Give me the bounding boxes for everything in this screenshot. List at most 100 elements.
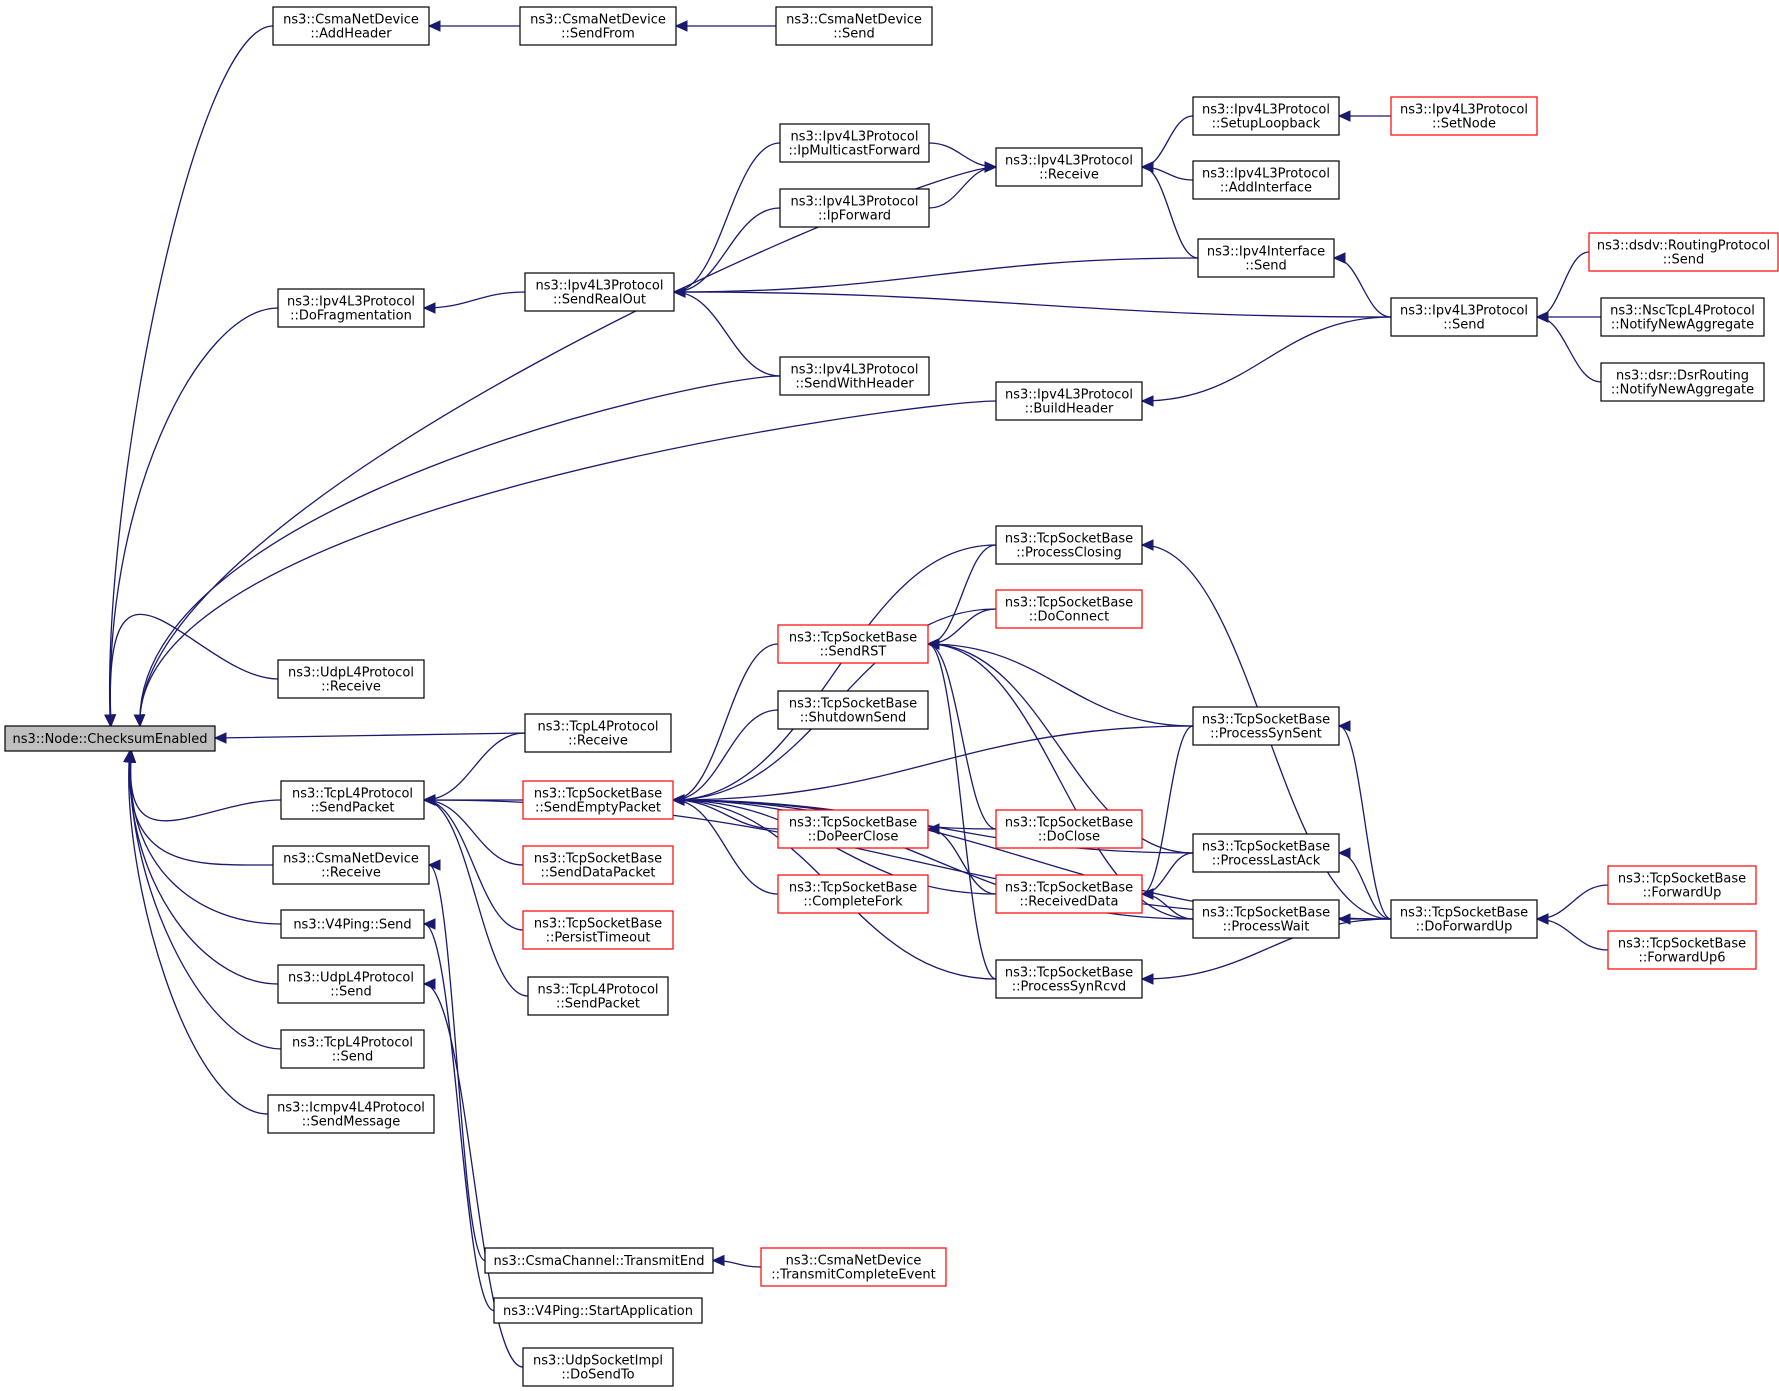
graph-node-root[interactable]: ns3::Node::ChecksumEnabled [4, 725, 216, 752]
graph-node-ipv4-setuploopback[interactable]: ns3::Ipv4L3Protocol::SetupLoopback [1192, 96, 1340, 136]
graph-node-tcpsb-dopeerclose[interactable]: ns3::TcpSocketBase::DoPeerClose [777, 809, 929, 849]
graph-node-nsc-notify[interactable]: ns3::NscTcpL4Protocol::NotifyNewAggregat… [1600, 297, 1765, 337]
graph-node-ipv4-ipmulticastforward[interactable]: ns3::Ipv4L3Protocol::IpMulticastForward [779, 123, 930, 163]
node-box [779, 188, 930, 228]
graph-node-ipv4-addinterface[interactable]: ns3::Ipv4L3Protocol::AddInterface [1192, 160, 1340, 200]
node-label-line: ns3::V4Ping::StartApplication [503, 1304, 693, 1319]
node-label-line: ::DoClose [1038, 830, 1100, 845]
graph-node-tcpsb-persisttimeout[interactable]: ns3::TcpSocketBase::PersistTimeout [522, 910, 674, 950]
call-edge [104, 25, 274, 728]
graph-node-tcpsb-receiveddata[interactable]: ns3::TcpSocketBase::ReceivedData [995, 874, 1143, 914]
graph-node-tcpl4-send[interactable]: ns3::TcpL4Protocol::Send [280, 1029, 425, 1069]
node-label-line: ::ProcessLastAck [1212, 854, 1321, 869]
node-label-line: ns3::UdpL4Protocol [288, 666, 414, 681]
node-label-line: ns3::TcpSocketBase [1202, 906, 1330, 921]
graph-node-tcpsb-processlastack[interactable]: ns3::TcpSocketBase::ProcessLastAck [1192, 833, 1340, 873]
graph-node-ipv4-setnode[interactable]: ns3::Ipv4L3Protocol::SetNode [1390, 96, 1538, 136]
node-label-line: ns3::CsmaNetDevice [283, 852, 419, 867]
node-label-line: ::SendRST [820, 645, 887, 660]
node-box [995, 147, 1143, 187]
graph-node-tcpl4-sendpacket[interactable]: ns3::TcpL4Protocol::SendPacket [280, 780, 425, 820]
graph-node-icmpv4-sendmessage[interactable]: ns3::Icmpv4L4Protocol::SendMessage [267, 1094, 435, 1134]
graph-node-tcpsb-doconnect[interactable]: ns3::TcpSocketBase::DoConnect [995, 589, 1143, 629]
call-edge [422, 978, 524, 1368]
node-label-line: ::ProcessClosing [1016, 546, 1122, 561]
graph-node-csma-sendfrom[interactable]: ns3::CsmaNetDevice::SendFrom [519, 6, 677, 46]
graph-node-ipv4-send[interactable]: ns3::Ipv4L3Protocol::Send [1390, 297, 1538, 337]
node-label-line: ::NotifyNewAggregate [1611, 383, 1754, 398]
edge-arrowhead [1535, 311, 1549, 323]
node-label-line: ns3::Ipv4L3Protocol [791, 363, 919, 378]
node-box [777, 624, 929, 664]
graph-node-ipv4-buildheader[interactable]: ns3::Ipv4L3Protocol::BuildHeader [995, 381, 1143, 421]
node-box [272, 845, 430, 885]
graph-node-tcpsb-doforwardup[interactable]: ns3::TcpSocketBase::DoForwardUp [1390, 899, 1538, 939]
node-label-line: ::IpForward [818, 209, 891, 224]
graph-node-tcpsb-processsynrcvd[interactable]: ns3::TcpSocketBase::ProcessSynRcvd [995, 959, 1143, 999]
graph-node-tcpsb-shutdownsend[interactable]: ns3::TcpSocketBase::ShutdownSend [777, 690, 929, 730]
graph-node-csma-send[interactable]: ns3::CsmaNetDevice::Send [775, 6, 933, 46]
graph-node-tcpsb-processclosing[interactable]: ns3::TcpSocketBase::ProcessClosing [995, 525, 1143, 565]
node-label-line: ::Send [1443, 318, 1485, 333]
graph-node-tcpsb-sendemptypacket[interactable]: ns3::TcpSocketBase::SendEmptyPacket [522, 780, 674, 820]
graph-node-tcpsb-forwardup[interactable]: ns3::TcpSocketBase::ForwardUp [1607, 865, 1757, 905]
call-edge [1332, 252, 1392, 318]
call-edge [672, 207, 781, 298]
graph-node-udpl4-send[interactable]: ns3::UdpL4Protocol::Send [277, 964, 425, 1004]
edge-line [139, 166, 997, 727]
edge-line [927, 643, 997, 980]
graph-node-dsdv-send[interactable]: ns3::dsdv::RoutingProtocol::Send [1588, 232, 1779, 272]
node-box [1607, 930, 1757, 970]
graph-node-ipv4-sendrealout[interactable]: ns3::Ipv4L3Protocol::SendRealOut [524, 272, 675, 312]
graph-node-tcpsb-processsynsent[interactable]: ns3::TcpSocketBase::ProcessSynSent [1192, 706, 1340, 746]
graph-node-csma-receive[interactable]: ns3::CsmaNetDevice::Receive [272, 845, 430, 885]
node-box [1192, 899, 1340, 939]
edge-arrowhead [672, 286, 686, 298]
graph-node-ipv4-sendwithheader[interactable]: ns3::Ipv4L3Protocol::SendWithHeader [779, 356, 930, 396]
node-label-line: ::ForwardUp6 [1638, 951, 1725, 966]
graph-node-udpsock-dosendto[interactable]: ns3::UdpSocketImpl::DoSendTo [522, 1347, 674, 1387]
graph-node-tcpsb-doclose[interactable]: ns3::TcpSocketBase::DoClose [995, 809, 1143, 849]
node-box [760, 1247, 947, 1287]
node-box [995, 589, 1143, 629]
graph-node-tcpsb-completefork[interactable]: ns3::TcpSocketBase::CompleteFork [777, 874, 929, 914]
graph-node-udpl4-receive[interactable]: ns3::UdpL4Protocol::Receive [277, 659, 425, 699]
edge-arrowhead [422, 302, 436, 314]
graph-node-dsr-notify[interactable]: ns3::dsr::DsrRouting::NotifyNewAggregate [1600, 362, 1765, 402]
edge-arrowhead [1140, 539, 1154, 551]
graph-node-tcpl4-receive[interactable]: ns3::TcpL4Protocol::Receive [524, 713, 672, 753]
node-box [280, 780, 425, 820]
graph-node-tcpsb-sendrst[interactable]: ns3::TcpSocketBase::SendRST [777, 624, 929, 664]
edge-line [672, 643, 779, 801]
graph-node-tcpl4-sendpacket2[interactable]: ns3::TcpL4Protocol::SendPacket [527, 976, 669, 1016]
node-box [777, 809, 929, 849]
node-label-line: ns3::CsmaNetDevice [283, 13, 419, 28]
graph-node-tcpsb-senddatapacket[interactable]: ns3::TcpSocketBase::SendDataPacket [522, 845, 674, 885]
call-edge [427, 859, 486, 1262]
graph-node-ipv4-dofragmentation[interactable]: ns3::Ipv4L3Protocol::DoFragmentation [277, 288, 425, 328]
node-label-line: ns3::Icmpv4L4Protocol [277, 1101, 425, 1116]
node-label-line: ::SendDataPacket [540, 866, 655, 881]
node-label-line: ns3::Ipv4L3Protocol [1202, 103, 1330, 118]
graph-node-v4ping-startapp[interactable]: ns3::V4Ping::StartApplication [493, 1297, 703, 1324]
graph-node-ipv4iface-send[interactable]: ns3::Ipv4Interface::Send [1197, 238, 1335, 278]
graph-node-tcpsb-forwardup6[interactable]: ns3::TcpSocketBase::ForwardUp6 [1607, 930, 1757, 970]
node-box [1192, 160, 1340, 200]
edge-line [109, 307, 279, 727]
graph-node-csma-transmitcomplete[interactable]: ns3::CsmaNetDevice::TransmitCompleteEven… [760, 1247, 947, 1287]
edge-arrowhead [1332, 252, 1346, 264]
graph-node-ipv4-receive[interactable]: ns3::Ipv4L3Protocol::Receive [995, 147, 1143, 187]
graph-node-ipv4-ipforward[interactable]: ns3::Ipv4L3Protocol::IpForward [779, 188, 930, 228]
node-label-line: ns3::CsmaNetDevice [786, 1254, 922, 1269]
node-label-line: ::DoForwardUp [1416, 920, 1513, 935]
call-edge [422, 732, 526, 806]
edge-line [1141, 918, 1392, 980]
node-label-line: ::SetNode [1432, 117, 1496, 132]
graph-node-csmach-transmitend[interactable]: ns3::CsmaChannel::TransmitEnd [484, 1247, 714, 1274]
node-box [995, 381, 1143, 421]
graph-node-v4ping-send[interactable]: ns3::V4Ping::Send [280, 909, 425, 939]
node-label-line: ::ShutdownSend [800, 711, 906, 726]
node-label-line: ns3::CsmaChannel::TransmitEnd [493, 1254, 704, 1269]
graph-node-tcpsb-processwait[interactable]: ns3::TcpSocketBase::ProcessWait [1192, 899, 1340, 939]
graph-node-csma-addheader[interactable]: ns3::CsmaNetDevice::AddHeader [272, 6, 430, 46]
